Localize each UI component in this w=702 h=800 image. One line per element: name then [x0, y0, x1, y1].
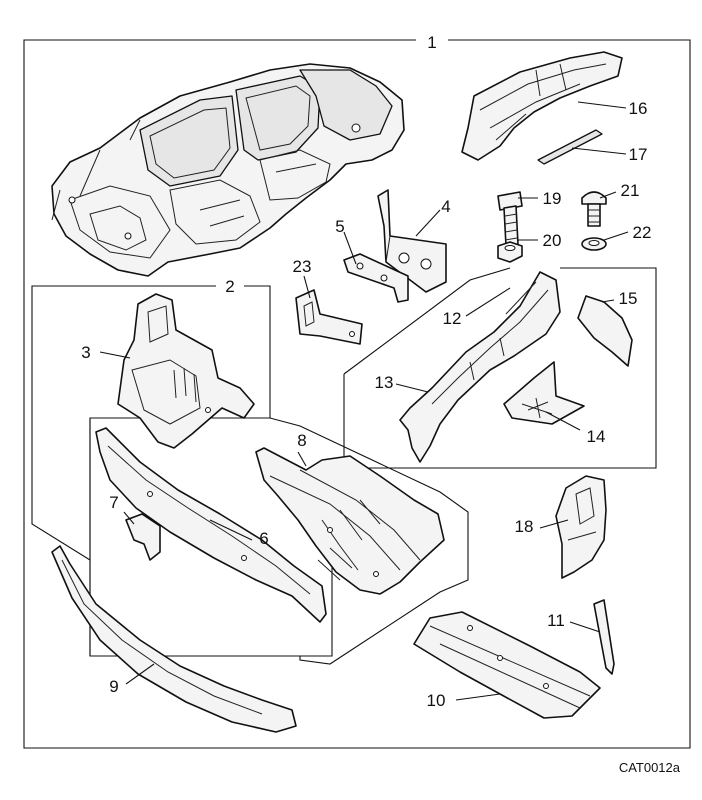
label-20: 20 [543, 231, 562, 250]
bracket-part-23[interactable] [295, 289, 363, 345]
label-5: 5 [335, 217, 344, 236]
frame-assembly-2-top [244, 285, 271, 418]
label-16: 16 [629, 99, 648, 118]
label-3: 3 [81, 343, 90, 362]
label-18: 18 [515, 517, 534, 536]
bracket-part-7[interactable] [125, 513, 161, 561]
bracket-part-14[interactable] [503, 361, 585, 425]
label-21: 21 [621, 181, 640, 200]
leader-lines [99, 101, 629, 701]
washer-part-22[interactable] [581, 237, 607, 251]
frame-subgroup-12-15-left [343, 267, 511, 375]
cross-member-part-10[interactable] [413, 611, 601, 719]
rail-part-16[interactable] [461, 51, 623, 161]
strip-part-17[interactable] [537, 129, 603, 165]
label-22: 22 [633, 223, 652, 242]
label-10: 10 [427, 691, 446, 710]
catalog-code: CAT0012a [619, 760, 681, 775]
nut-part-20[interactable] [497, 241, 523, 263]
label-7: 7 [109, 493, 118, 512]
gusset-part-15[interactable] [577, 295, 633, 367]
frame-subgroup-12-15 [343, 267, 657, 469]
body-shell-part-1[interactable] [51, 63, 405, 277]
label-6: 6 [259, 529, 268, 548]
floor-pan-part-8[interactable] [255, 447, 445, 595]
label-23: 23 [293, 257, 312, 276]
bolt-part-19[interactable] [497, 191, 523, 247]
label-11: 11 [547, 611, 565, 630]
frame-assembly-2 [31, 285, 469, 665]
label-14: 14 [587, 427, 606, 446]
label-1: 1 [427, 33, 436, 52]
label-4: 4 [441, 197, 450, 216]
label-13: 13 [375, 373, 394, 392]
bracket-part-5[interactable] [343, 253, 409, 303]
cross-member-part-6[interactable] [95, 427, 327, 623]
frame-subgroup-6-7 [89, 418, 333, 657]
label-8: 8 [297, 431, 306, 450]
panel-part-18[interactable] [555, 475, 607, 579]
rail-part-12[interactable] [399, 271, 561, 463]
beam-part-9[interactable] [51, 545, 297, 733]
strip-part-11[interactable] [593, 599, 615, 675]
bolt-part-21[interactable] [581, 191, 607, 227]
label-9: 9 [109, 677, 118, 696]
frame-assembly-1 [23, 39, 691, 749]
label-19: 19 [543, 189, 562, 208]
label-12: 12 [443, 309, 462, 328]
label-17: 17 [629, 145, 648, 164]
panel-part-3[interactable] [117, 293, 255, 449]
bracket-part-4[interactable] [377, 189, 447, 293]
label-2: 2 [225, 277, 234, 296]
label-15: 15 [619, 289, 638, 308]
